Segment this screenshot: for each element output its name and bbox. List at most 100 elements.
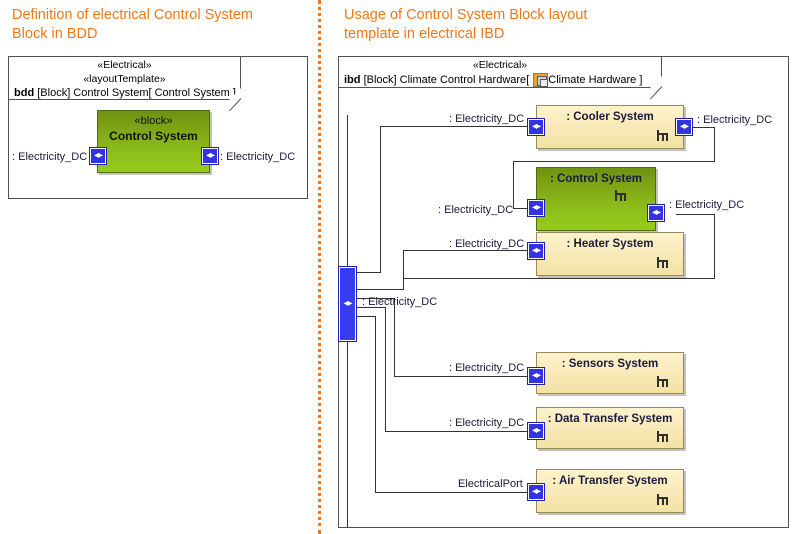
ibd-boundary-port[interactable]: ◂▸ xyxy=(339,267,356,341)
bdd-block-control-system[interactable]: «block» Control System xyxy=(97,110,210,173)
part-sensors-system-label: : Sensors System xyxy=(561,358,659,370)
bdd-block-stereotype: «block» xyxy=(134,115,173,127)
bdd-block-left-port[interactable]: ◂▸ xyxy=(90,148,106,164)
connector-segment xyxy=(347,298,394,299)
bidirectional-port-icon: ◂▸ xyxy=(651,207,661,218)
part-cooler-system-right-port[interactable]: ◂▸ xyxy=(676,119,692,135)
bdd-frame-header: «Electrical» «layoutTemplate» bdd [Block… xyxy=(9,57,242,112)
connector-segment xyxy=(394,298,395,376)
part-control-system-right-port-label: : Electricity_DC xyxy=(669,199,745,211)
part-cooler-system-left-port[interactable]: ◂▸ xyxy=(528,119,544,135)
bdd-right-port-label: : Electricity_DC xyxy=(220,151,296,163)
connector-segment xyxy=(692,127,714,128)
part-cooler-system-right-port-label: : Electricity_DC xyxy=(697,114,773,126)
connector-segment xyxy=(375,316,376,492)
ibd-header-corner xyxy=(650,76,662,88)
part-sensors-system-left-port-label: : Electricity_DC xyxy=(449,362,525,374)
connector-segment xyxy=(347,340,348,528)
ibd-boundary-port-label: : Electricity_DC xyxy=(362,296,438,308)
bdd-frame-name: [ Control System ] xyxy=(148,87,236,99)
bidirectional-port-icon: ◂▸ xyxy=(531,202,541,213)
part-heater-system[interactable]: : Heater System xyxy=(536,232,684,276)
bdd-stereotype-layouttemplate: «layoutTemplate» xyxy=(83,73,166,85)
part-air-transfer-system-label: : Air Transfer System xyxy=(552,475,668,487)
bdd-frame-type: [Block] Control System xyxy=(37,87,149,99)
part-cooler-system-label: : Cooler System xyxy=(566,111,654,123)
ibd-frame-header: «Electrical» ibd [Block] Climate Control… xyxy=(339,57,663,100)
bdd-diagram-frame: «Electrical» «layoutTemplate» bdd [Block… xyxy=(8,56,308,199)
connector-segment xyxy=(676,214,714,215)
connector-segment xyxy=(513,161,715,162)
part-cooler-system-left-port-label: : Electricity_DC xyxy=(449,113,525,125)
connector-segment xyxy=(513,208,528,209)
bidirectional-port-icon: ◂▸ xyxy=(531,486,541,497)
connector-segment xyxy=(347,272,380,273)
bidirectional-port-icon: ◂▸ xyxy=(343,298,352,309)
layout-template-anchor-icon xyxy=(656,431,669,443)
bidirectional-port-icon: ◂▸ xyxy=(679,121,689,132)
layout-template-anchor-icon xyxy=(656,376,669,388)
connector-segment xyxy=(394,376,527,377)
ibd-stereotype-electrical: «Electrical» xyxy=(472,59,528,71)
bdd-block-name: Control System xyxy=(109,129,198,143)
layout-template-anchor-icon xyxy=(656,494,669,506)
part-heater-system-left-port[interactable]: ◂▸ xyxy=(528,243,544,259)
connector-segment xyxy=(714,127,715,161)
part-cooler-system[interactable]: : Cooler System xyxy=(536,105,684,149)
bdd-header-corner xyxy=(229,88,241,100)
connector-segment xyxy=(513,161,514,208)
layout-template-anchor-icon xyxy=(656,257,669,269)
connector-segment xyxy=(347,289,403,290)
part-air-transfer-system[interactable]: : Air Transfer System xyxy=(536,469,684,513)
bidirectional-port-icon: ◂▸ xyxy=(531,425,541,436)
panel-divider xyxy=(318,0,321,534)
ibd-bracket-close: ] xyxy=(639,74,643,86)
bidirectional-port-icon: ◂▸ xyxy=(531,121,541,132)
part-air-transfer-system-left-port[interactable]: ◂▸ xyxy=(528,484,544,500)
ibd-diagram-frame: «Electrical» ibd [Block] Climate Control… xyxy=(338,56,789,528)
connector-segment xyxy=(380,126,381,273)
connector-segment xyxy=(347,115,348,268)
left-panel-title: Definition of electrical Control System … xyxy=(12,7,253,42)
ibd-frame-type: [Block] Climate Control Hardware xyxy=(363,74,527,86)
ibd-kind-keyword: ibd xyxy=(344,74,361,86)
part-control-system-label: : Control System xyxy=(549,173,642,185)
connector-segment xyxy=(403,278,715,279)
bidirectional-port-icon: ◂▸ xyxy=(93,150,103,161)
part-data-transfer-system-label: : Data Transfer System xyxy=(547,413,673,425)
ibd-bracket-open: [ xyxy=(526,74,530,86)
bidirectional-port-icon: ◂▸ xyxy=(205,150,215,161)
bdd-kind-keyword: bdd xyxy=(14,87,35,99)
part-sensors-system-left-port[interactable]: ◂▸ xyxy=(528,368,544,384)
part-heater-system-label: : Heater System xyxy=(566,238,654,250)
connector-segment xyxy=(403,250,527,251)
bidirectional-port-icon: ◂▸ xyxy=(531,370,541,381)
bdd-stereotype-electrical: «Electrical» xyxy=(97,59,152,71)
part-control-system-left-port-label: : Electricity_DC xyxy=(438,204,514,216)
part-air-transfer-system-left-port-label: ElectricalPort xyxy=(458,478,523,490)
layout-template-icon xyxy=(533,73,548,87)
connector-segment xyxy=(403,250,404,290)
layout-template-anchor-icon xyxy=(614,190,627,202)
right-panel-title: Usage of Control System Block layout tem… xyxy=(344,7,588,42)
part-control-system[interactable]: : Control System xyxy=(536,167,656,231)
part-data-transfer-system-left-port[interactable]: ◂▸ xyxy=(528,423,544,439)
connector-segment xyxy=(385,307,386,431)
connector-segment xyxy=(347,316,375,317)
part-heater-system-left-port-label: : Electricity_DC xyxy=(449,238,525,250)
connector-segment xyxy=(385,431,527,432)
ibd-header-slash xyxy=(650,86,663,100)
connector-segment xyxy=(375,492,527,493)
part-control-system-right-port[interactable]: ◂▸ xyxy=(648,205,664,221)
ibd-frame-label-row: ibd [Block] Climate Control Hardware[ Cl… xyxy=(339,72,661,88)
bdd-block-right-port[interactable]: ◂▸ xyxy=(202,148,218,164)
bdd-left-port-label: : Electricity_DC xyxy=(12,151,88,163)
part-data-transfer-system-left-port-label: : Electricity_DC xyxy=(449,417,525,429)
bdd-frame-label-row: bdd [Block] Control System[ Control Syst… xyxy=(9,86,240,101)
layout-template-anchor-icon xyxy=(656,130,669,142)
part-data-transfer-system[interactable]: : Data Transfer System xyxy=(536,407,684,449)
part-sensors-system[interactable]: : Sensors System xyxy=(536,352,684,394)
connector-segment xyxy=(347,307,385,308)
part-control-system-left-port[interactable]: ◂▸ xyxy=(528,200,544,216)
